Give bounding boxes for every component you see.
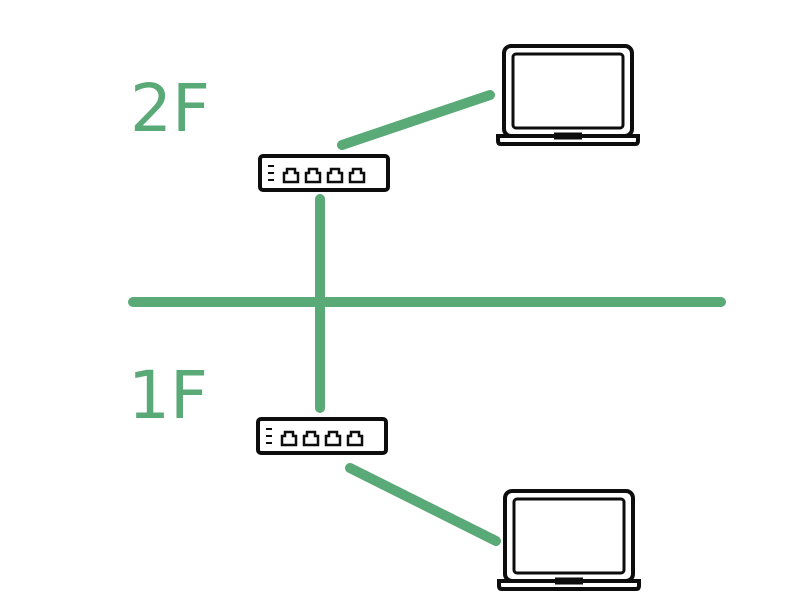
floor-label-1f: 1F bbox=[128, 357, 208, 434]
switch-indicator-lights bbox=[268, 165, 274, 181]
link-2f-switch-laptop bbox=[337, 90, 495, 150]
switch-ports bbox=[282, 167, 366, 184]
laptop-screen-inner bbox=[512, 497, 626, 575]
switch-ports bbox=[280, 430, 364, 447]
switch-body bbox=[256, 417, 388, 455]
laptop-base bbox=[496, 134, 640, 146]
network-switch-icon bbox=[256, 417, 388, 455]
laptop-screen-outer bbox=[503, 489, 635, 583]
laptop-base bbox=[497, 579, 641, 591]
laptop-screen-outer bbox=[502, 44, 634, 138]
laptop-icon bbox=[497, 489, 641, 591]
laptop-icon bbox=[496, 44, 640, 146]
switch-indicator-lights bbox=[266, 428, 272, 444]
link-1f-switch-laptop bbox=[345, 463, 501, 546]
switch-body bbox=[258, 154, 390, 192]
laptop-screen-inner bbox=[511, 52, 625, 130]
floor-label-2f: 2F bbox=[130, 70, 210, 147]
network-switch-icon bbox=[258, 154, 390, 192]
